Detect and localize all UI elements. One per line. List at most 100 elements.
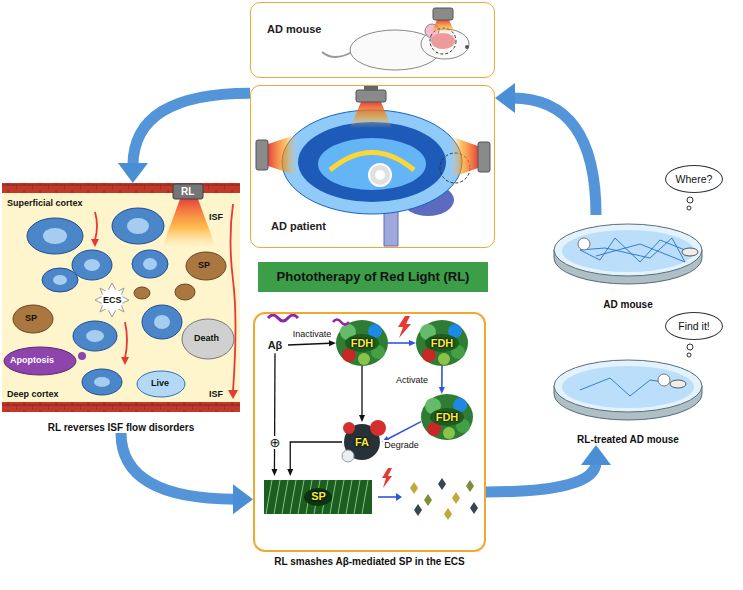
water-maze bbox=[554, 197, 702, 420]
node-text: Find it! bbox=[678, 320, 710, 332]
water-maze bbox=[562, 366, 694, 408]
connector-line bbox=[512, 98, 596, 215]
molecular-mechanism bbox=[370, 420, 386, 436]
molecular-mechanism bbox=[304, 488, 332, 506]
arrow-head bbox=[439, 387, 445, 394]
speech-bubble: Find it! bbox=[665, 312, 723, 340]
neuron-cell bbox=[142, 305, 182, 339]
reaction-arrow bbox=[287, 442, 342, 476]
neuron-nucleus bbox=[53, 275, 67, 285]
water-maze bbox=[578, 238, 590, 250]
arrow-head bbox=[118, 163, 148, 183]
isf-flow-head bbox=[91, 239, 99, 247]
molecular-mechanism bbox=[343, 422, 355, 434]
neuron-cell bbox=[73, 321, 117, 351]
apoptotic-body bbox=[78, 352, 86, 360]
water-maze bbox=[562, 230, 694, 272]
apoptotic-cell bbox=[4, 347, 76, 375]
neuron-nucleus bbox=[154, 315, 170, 329]
water-maze bbox=[580, 238, 690, 262]
isf-flow bbox=[231, 204, 236, 391]
cell-label: Apoptosis bbox=[10, 355, 54, 365]
connector-line bbox=[387, 422, 421, 440]
neuron-cell bbox=[82, 369, 122, 395]
flow-label: ISF bbox=[209, 389, 223, 399]
node-text: Where? bbox=[676, 173, 713, 185]
brain-figure bbox=[318, 138, 426, 190]
plaque-node: SP bbox=[262, 476, 375, 516]
neuron-cell bbox=[27, 218, 83, 254]
isf-flow bbox=[125, 322, 127, 358]
red-light-device bbox=[173, 184, 203, 199]
brain-figure bbox=[350, 102, 392, 128]
maze-dish: RL-treated AD mouse bbox=[548, 350, 708, 445]
cell-label: Death bbox=[194, 333, 219, 343]
neuron-nucleus bbox=[127, 218, 149, 234]
region-label: Deep cortex bbox=[7, 389, 59, 399]
mouse-figure bbox=[322, 52, 352, 57]
reaction-arrow bbox=[388, 340, 416, 346]
water-maze bbox=[554, 360, 702, 412]
connector-line bbox=[361, 366, 362, 416]
brain-figure bbox=[256, 140, 268, 170]
molecular-mechanism bbox=[264, 480, 372, 514]
molecular-mechanism bbox=[398, 316, 411, 338]
connector-line bbox=[274, 353, 276, 470]
brain-figure bbox=[478, 142, 490, 172]
brain-figure bbox=[369, 164, 391, 186]
molecular-mechanism bbox=[268, 315, 298, 321]
plus-symbol: ⊕ bbox=[270, 436, 281, 449]
senile-plaque bbox=[175, 284, 195, 300]
mouse-figure bbox=[431, 20, 455, 33]
connector-line bbox=[290, 442, 342, 470]
cortex-tissue bbox=[2, 183, 240, 193]
molecular-mechanism bbox=[336, 320, 388, 366]
isf-flow bbox=[95, 212, 97, 240]
plaque-label: SP bbox=[25, 313, 37, 323]
node-text: Aβ bbox=[268, 339, 283, 352]
water-maze bbox=[687, 206, 691, 210]
molecular-mechanism bbox=[266, 480, 368, 514]
plaque-fragment bbox=[410, 478, 478, 520]
brain-figure bbox=[375, 170, 385, 180]
enzyme-node: FDH bbox=[336, 320, 388, 366]
node-text: SP bbox=[311, 490, 326, 503]
arrow-head bbox=[329, 340, 336, 346]
reaction-arrow bbox=[359, 366, 365, 422]
plaque-fragment bbox=[466, 480, 474, 492]
region-label: Superficial cortex bbox=[7, 198, 83, 208]
cortex-tissue bbox=[2, 193, 240, 402]
node-text: FDH bbox=[431, 337, 454, 350]
node-text: FDH bbox=[436, 411, 459, 424]
brain-figure bbox=[356, 90, 386, 102]
arrow-head bbox=[233, 484, 253, 514]
connector-line bbox=[388, 342, 410, 344]
cycle-arrow bbox=[118, 93, 250, 183]
molecular-mechanism bbox=[333, 320, 349, 325]
neuron-cell bbox=[132, 250, 168, 278]
node-text: RL smashes Aβ-mediated SP in the ECS bbox=[255, 556, 484, 568]
enzyme-node: FDH bbox=[416, 320, 468, 366]
edge-label: Degrade bbox=[383, 440, 420, 450]
water-maze bbox=[658, 374, 670, 386]
arrow-head bbox=[581, 445, 611, 465]
molecule-node: FA bbox=[342, 422, 382, 462]
plaque-fragment bbox=[410, 482, 418, 494]
arrow-head bbox=[359, 415, 365, 422]
water-maze bbox=[554, 224, 702, 276]
molecular-mechanism bbox=[421, 394, 473, 440]
plaque-fragment bbox=[452, 492, 460, 504]
water-maze bbox=[682, 248, 698, 256]
edge-label: Inactivate bbox=[292, 329, 333, 339]
brain-figure bbox=[268, 134, 298, 176]
edge-label: Activate bbox=[395, 375, 429, 385]
enzyme-node: FDH bbox=[421, 394, 473, 440]
arrow-head bbox=[495, 83, 515, 113]
neuron-nucleus bbox=[86, 330, 104, 342]
water-maze bbox=[670, 380, 686, 388]
arrow-head bbox=[271, 469, 277, 476]
cortex-tissue bbox=[2, 402, 240, 412]
senile-plaque bbox=[186, 252, 226, 280]
connector-line bbox=[288, 343, 330, 345]
cortex-tissue bbox=[2, 183, 240, 412]
